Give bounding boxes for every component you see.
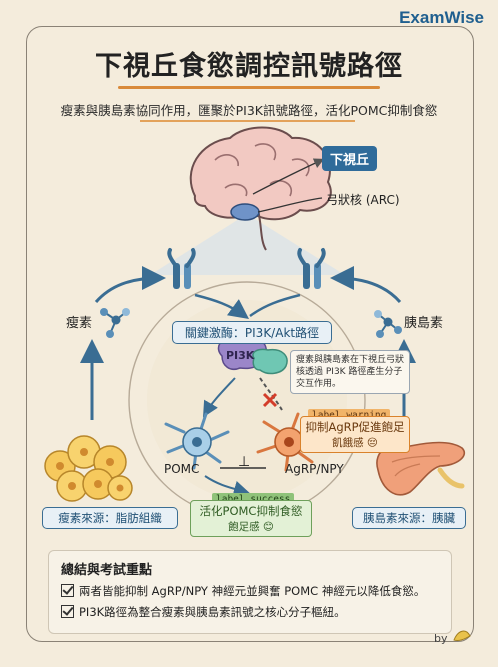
page-subtitle: 瘦素與胰島素協同作用，匯聚於PI3K訊號路徑，活化POMC抑制食慾 (60, 103, 438, 118)
block-x-icon (262, 392, 278, 408)
author-mark-icon (453, 630, 471, 641)
leptin-source-label: 瘦素來源：脂肪組織 (42, 507, 178, 529)
pomc-neuron-icon (164, 412, 230, 470)
arc-label: 弓狀核 (ARC) (326, 193, 400, 207)
summary-item: PI3K路徑為整合瘦素與胰島素訊號之核心分子樞紐。 (61, 604, 346, 620)
page-title: 下視丘食慾調控訊號路徑 (95, 51, 403, 82)
brain-icon (189, 126, 332, 251)
insulin-label: 胰島素 (404, 316, 444, 331)
checkbox-icon (61, 584, 74, 597)
insulin-receptor-icon (297, 248, 326, 289)
warning-box: 抑制AgRP促進飽足 飢餓感 😔 (300, 416, 410, 453)
leptin-molecule-icon (100, 308, 130, 338)
title-underline (118, 86, 380, 89)
summary-title: 總結與考試重點 (61, 563, 153, 578)
warning-line1: 抑制AgRP促進飽足 (305, 420, 405, 434)
pi3k-note: 瘦素與胰島素在下視丘弓狀核透過 PI3K 路徑產生分子交互作用。 (290, 350, 410, 394)
hypothalamus-label: 下視丘 (322, 146, 378, 171)
leptin-label: 瘦素 (66, 316, 93, 331)
subtitle-underline (140, 120, 355, 122)
pomc-label: POMC (164, 462, 200, 476)
success-box: 活化POMC抑制食慾 飽足感 😊 (190, 500, 312, 537)
arc-nucleus-icon (230, 203, 260, 221)
insulin-molecule-icon (374, 310, 402, 338)
summary-item-text: PI3K路徑為整合瘦素與胰島素訊號之核心分子樞紐。 (79, 605, 346, 619)
summary-item: 兩者皆能抑制 AgRP/NPY 神經元並興奮 POMC 神經元以降低食慾。 (61, 583, 425, 599)
leptin-receptor-icon (167, 248, 196, 289)
insulin-source-label: 胰島素來源：胰臟 (352, 507, 466, 529)
checkbox-icon (61, 605, 74, 618)
success-line1: 活化POMC抑制食慾 (199, 504, 303, 518)
success-line2: 飽足感 😊 (228, 521, 274, 533)
pi3k-label: PI3K (226, 349, 255, 362)
pi3k-protein-icon (217, 336, 288, 375)
summary-item-text: 兩者皆能抑制 AgRP/NPY 神經元並興奮 POMC 神經元以降低食慾。 (79, 584, 426, 598)
agrp-label: AgRP/NPY (285, 462, 344, 476)
summary-box: 總結與考試重點 兩者皆能抑制 AgRP/NPY 神經元並興奮 POMC 神經元以… (48, 550, 452, 634)
inhibit-symbol: ⊥ (238, 454, 251, 470)
pathway-label: 關鍵激酶：PI3K/Akt路徑 (172, 321, 332, 344)
brand-logo: ExamWise (399, 8, 484, 27)
footer-by: by (434, 632, 448, 645)
focus-cone (150, 214, 345, 275)
warning-line2: 飢餓感 😔 (332, 437, 378, 449)
content-frame (26, 26, 474, 642)
adipose-tissue-icon (44, 435, 133, 502)
